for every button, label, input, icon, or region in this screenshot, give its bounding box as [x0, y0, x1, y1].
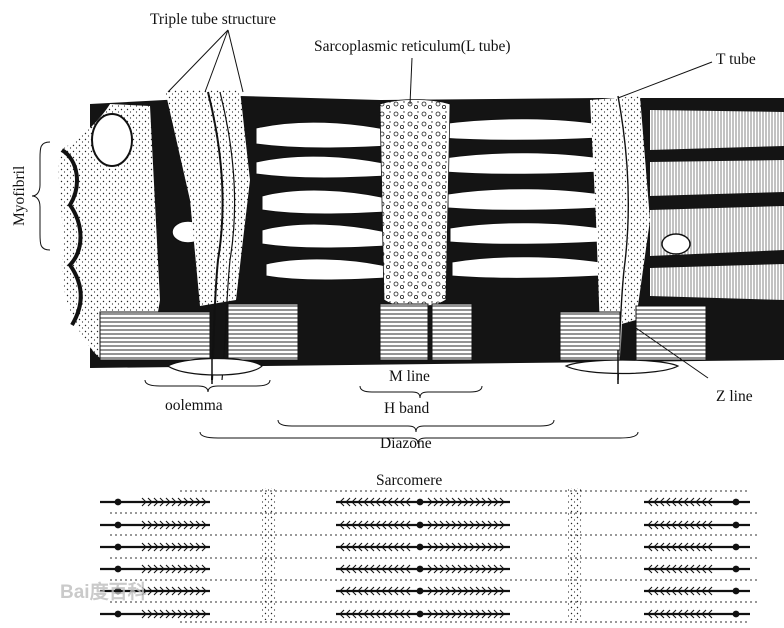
label-m-line: M line — [389, 368, 430, 385]
sarcomere-filaments — [100, 488, 760, 622]
label-sarcoplasmic-reticulum: Sarcoplasmic reticulum(L tube) — [314, 38, 511, 55]
label-h-band: H band — [384, 400, 429, 417]
label-diazone: Diazone — [380, 435, 432, 452]
label-z-line: Z line — [716, 388, 753, 405]
label-myofibril: Myofibril — [11, 166, 28, 226]
label-triple-tube-structure: Triple tube structure — [150, 11, 276, 28]
label-t-tube: T tube — [716, 51, 756, 68]
label-oolemma: oolemma — [165, 397, 223, 414]
z-disc-left — [262, 488, 276, 620]
label-sarcomere: Sarcomere — [376, 472, 442, 489]
muscle-fiber-block — [59, 90, 784, 384]
z-disc-right — [568, 488, 582, 620]
watermark: Bai度百科 — [60, 580, 147, 603]
